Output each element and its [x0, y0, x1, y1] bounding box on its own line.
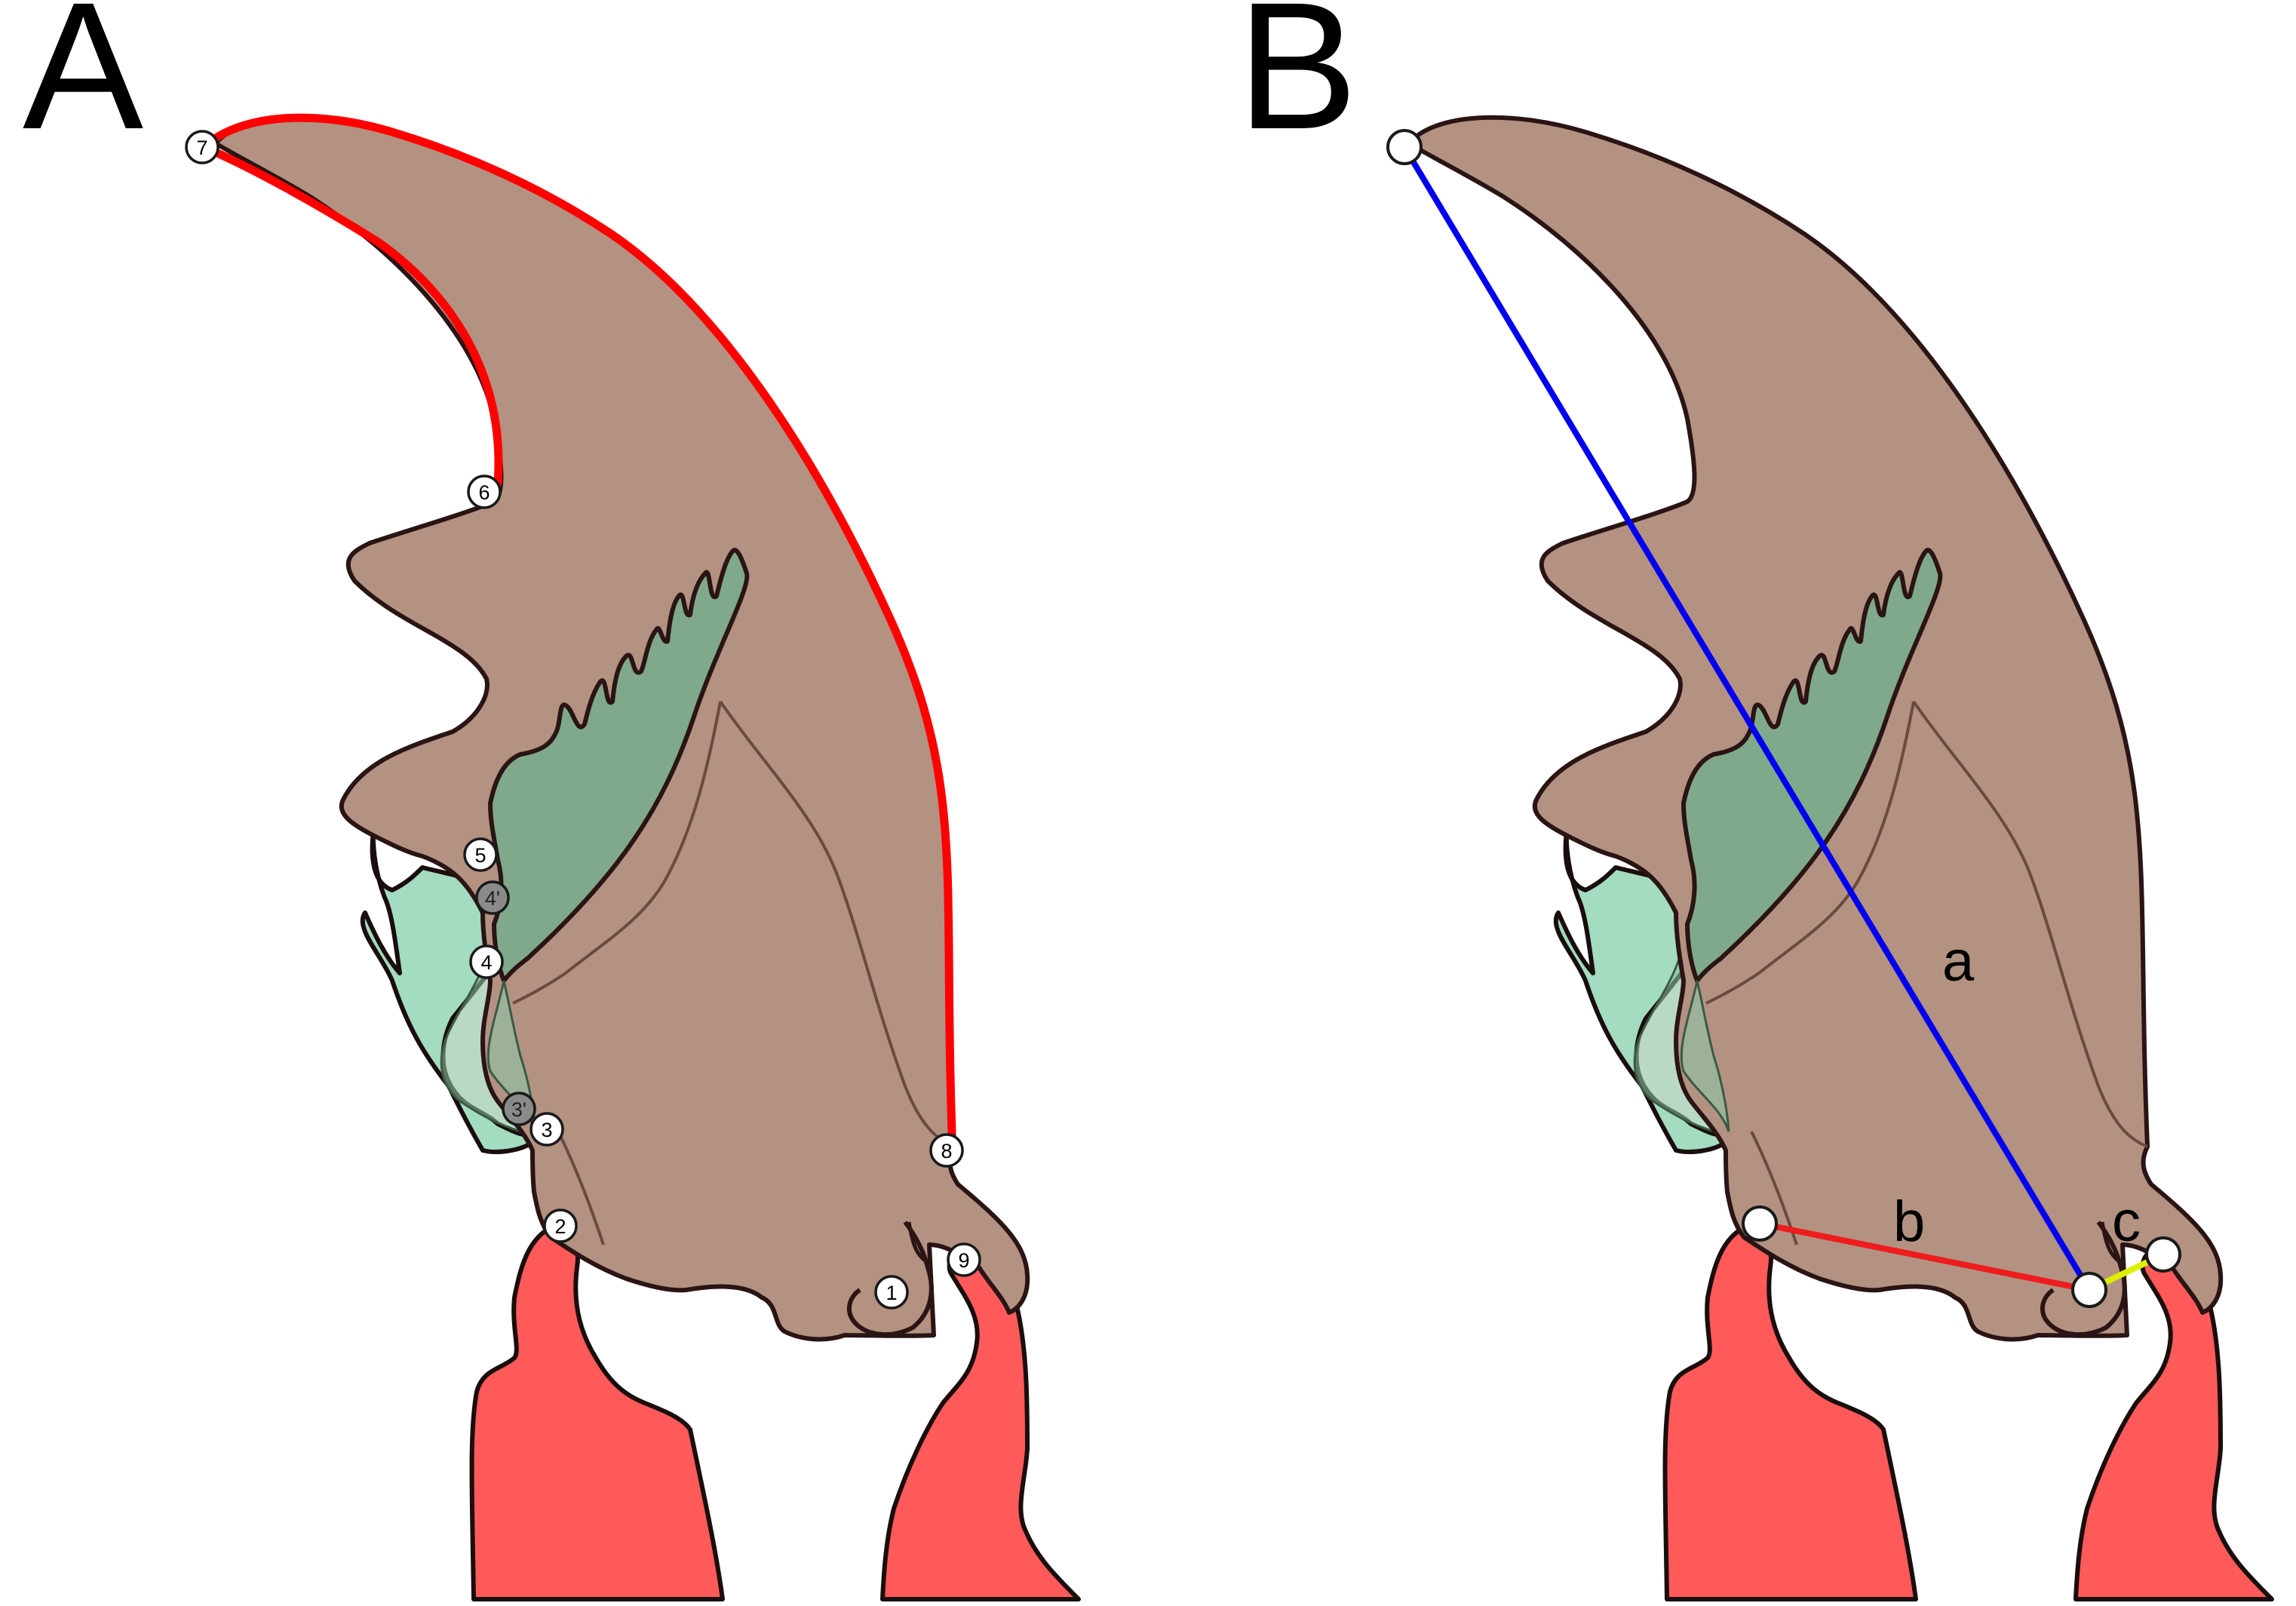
landmark-label: 3 [541, 1119, 552, 1141]
segment-label: c [2112, 1190, 2141, 1254]
landmark-label: 8 [941, 1140, 952, 1162]
highlight-outline-7-to-8 [199, 113, 956, 1136]
highlight-outline-tip-to-6 [199, 143, 503, 487]
outline-highlight-layer [199, 113, 956, 1136]
landmark-4p: 4' [475, 880, 510, 915]
landmark-4: 4 [469, 944, 504, 979]
segment-a: a [1401, 144, 2092, 1293]
landmark-marker [502, 1092, 536, 1126]
segment-endpoint [1386, 129, 1423, 165]
segment-endpoint [2145, 1236, 2181, 1273]
segment-b: b [1757, 1190, 2092, 1293]
landmark-label: 7 [196, 137, 207, 159]
panel-label-b: B [1237, 0, 1358, 167]
landmark-label: 5 [474, 844, 486, 867]
segment-label: b [1893, 1190, 1925, 1254]
landmark-label: 9 [958, 1249, 969, 1272]
landmark-marker [929, 1133, 964, 1168]
segment-label: a [1942, 929, 1975, 993]
landmark-label: 1 [886, 1282, 897, 1304]
landmark-marker [467, 474, 502, 509]
landmark-8: 8 [929, 1133, 964, 1168]
landmark-3p: 3' [502, 1092, 536, 1126]
landmark-2: 2 [543, 1208, 578, 1243]
landmark-marker [463, 837, 498, 872]
landmark-label: 4' [485, 887, 500, 910]
illustration-layer [216, 118, 2272, 1599]
landmark-marker [475, 880, 510, 915]
measurement-segments: a b c [1386, 129, 2181, 1308]
landmark-markers: 1 2 3 3' 4 4' 5 6 7 8 9 [185, 130, 981, 1310]
landmark-marker [529, 1112, 564, 1147]
landmark-5: 5 [463, 837, 498, 872]
landmark-label: 3' [511, 1098, 526, 1121]
segment-endpoint [1742, 1205, 1778, 1242]
landmark-7: 7 [185, 130, 219, 164]
panel-label-a: A [23, 0, 143, 167]
landmark-9: 9 [947, 1242, 981, 1277]
landmark-marker [543, 1208, 578, 1243]
landmark-label: 4 [480, 951, 492, 974]
landmark-label: 2 [554, 1215, 566, 1238]
landmark-marker [947, 1242, 981, 1277]
landmark-marker [469, 944, 504, 979]
landmark-3: 3 [529, 1112, 564, 1147]
landmark-label: 6 [478, 481, 490, 504]
claw-illustration-b [1409, 118, 2272, 1599]
segment-line [1757, 1221, 2092, 1293]
segment-endpoint [2071, 1272, 2107, 1308]
landmark-marker [185, 130, 219, 164]
landmark-1: 1 [874, 1275, 909, 1310]
landmark-6: 6 [467, 474, 502, 509]
segment-line [1401, 144, 2092, 1293]
landmark-marker [874, 1275, 909, 1310]
